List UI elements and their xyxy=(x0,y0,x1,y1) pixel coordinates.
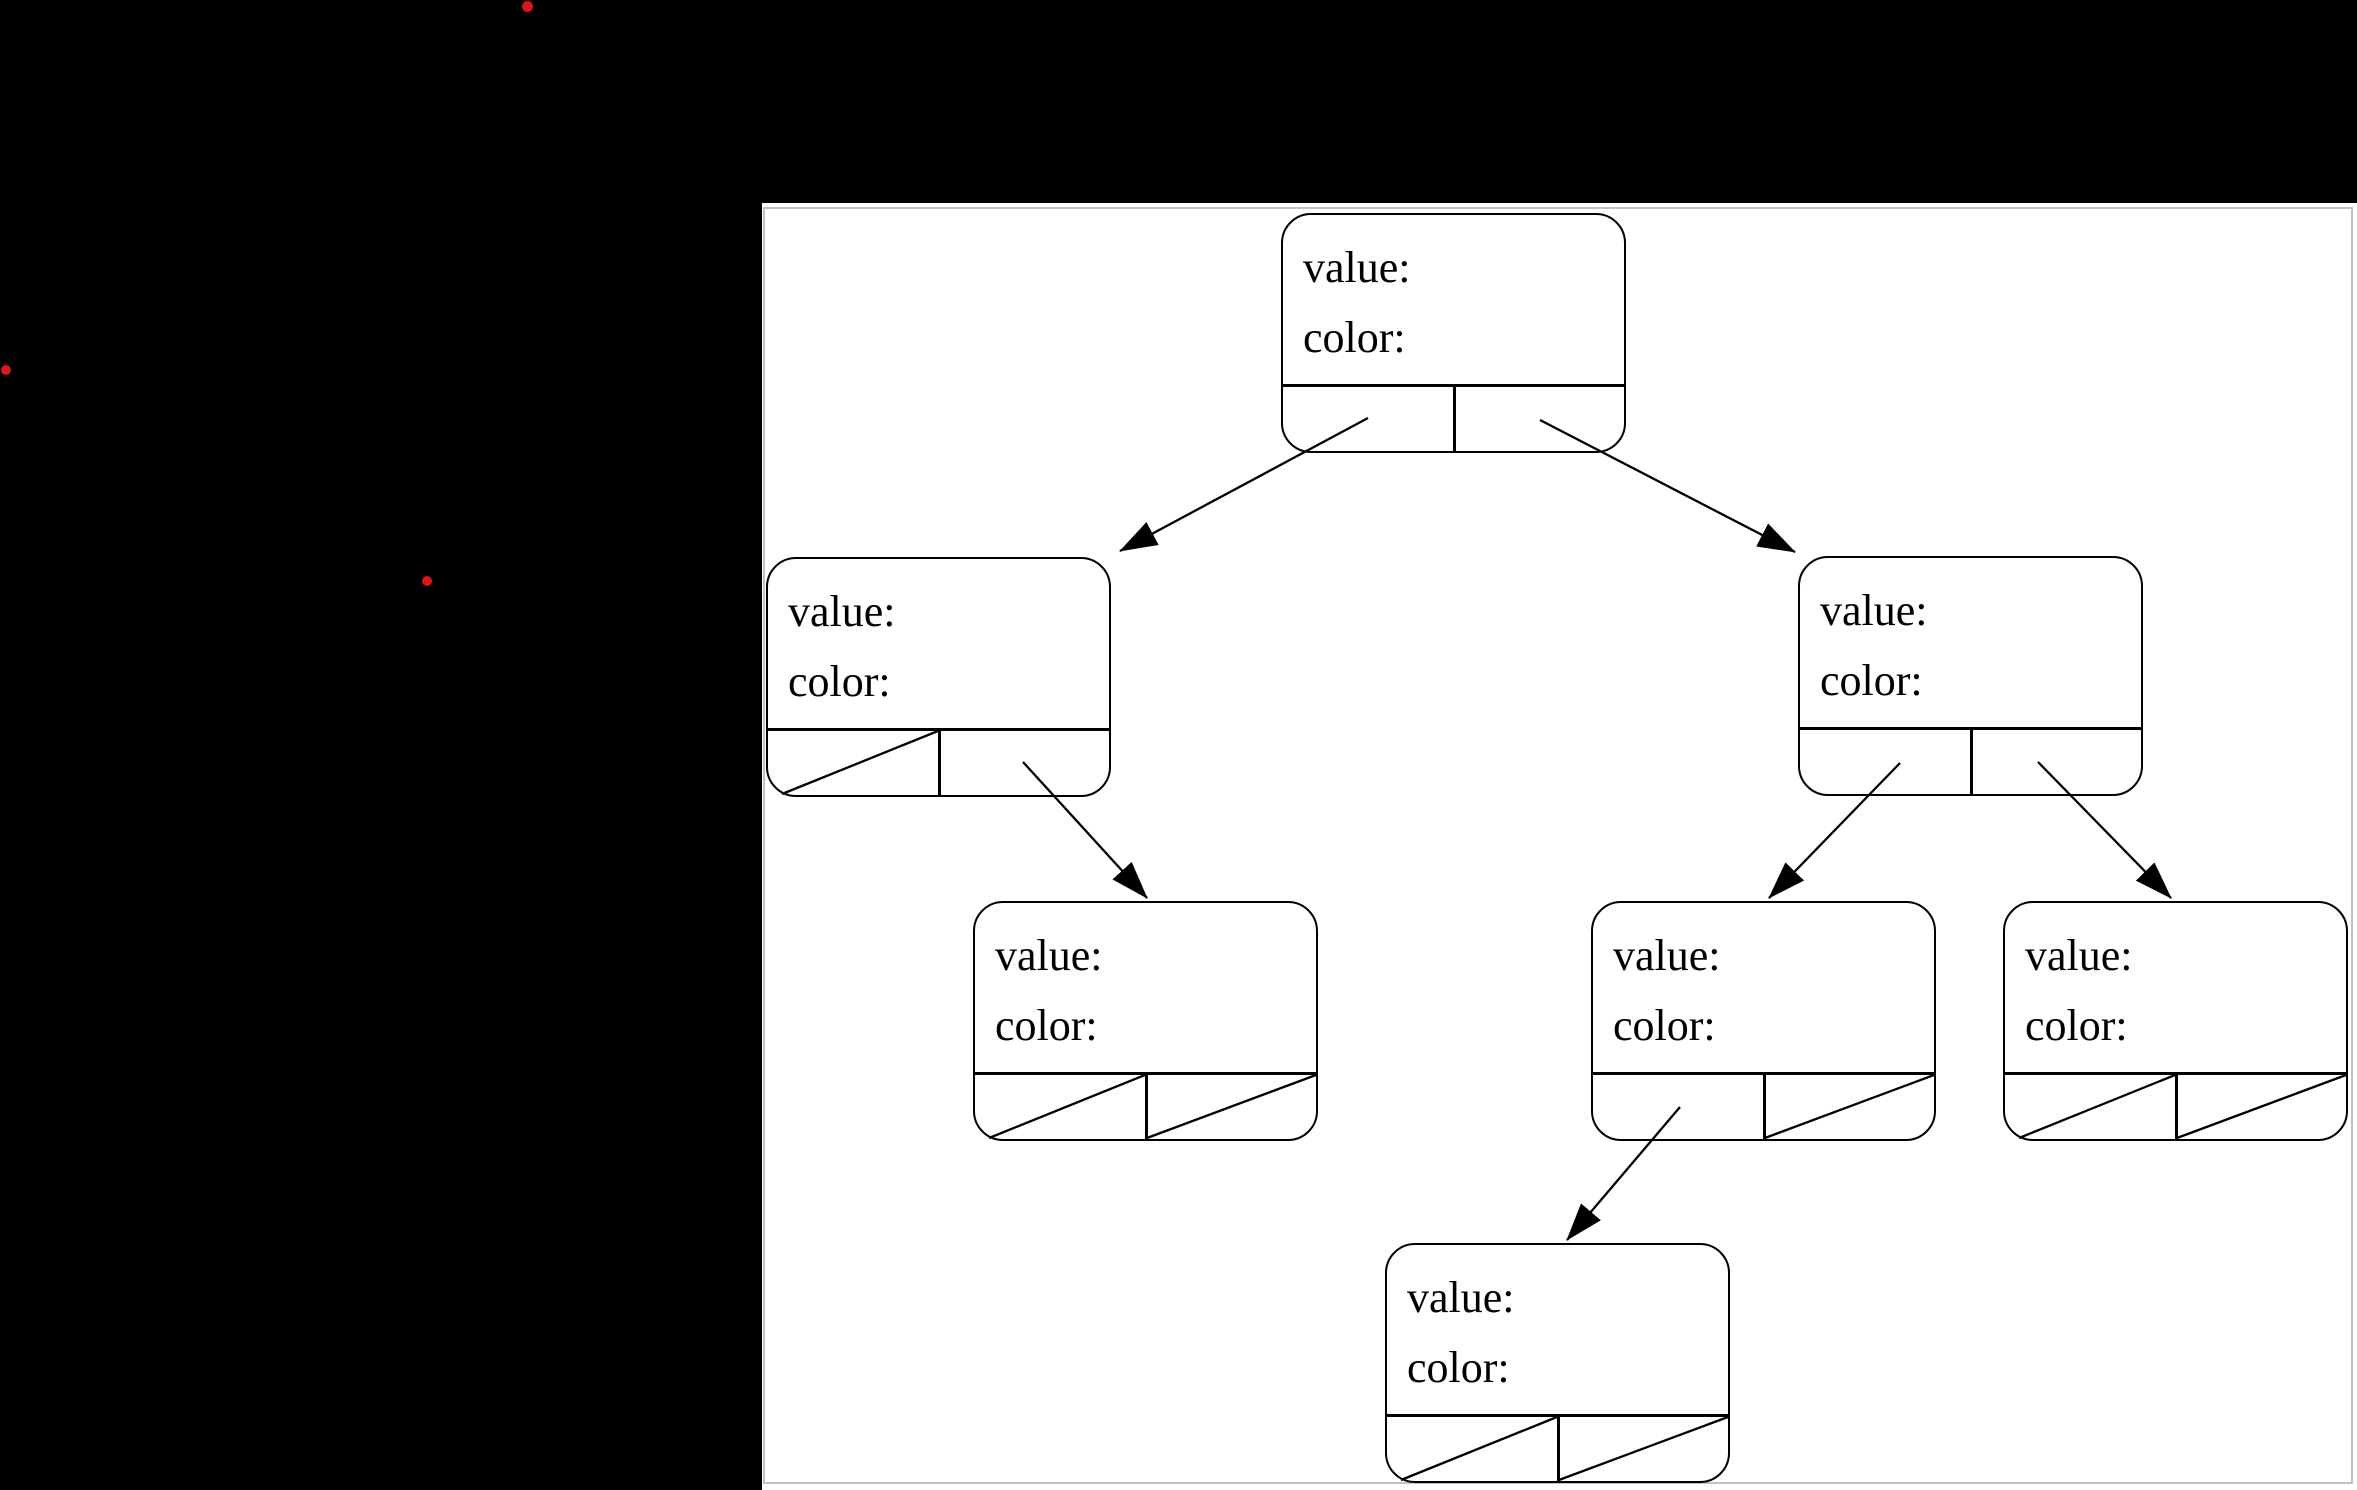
tree-node-node-l: value: color: xyxy=(766,557,1111,797)
red-dot-top xyxy=(521,0,533,12)
node-pointer-cell-divider xyxy=(1557,1414,1560,1481)
node-value-label: value: xyxy=(1303,243,1411,292)
node-color-label: color: xyxy=(995,1001,1098,1050)
node-color-label: color: xyxy=(2025,1001,2128,1050)
tree-node-node-rl: value: color: xyxy=(1591,901,1936,1141)
left-pointer-cell xyxy=(1387,1417,1557,1481)
node-value-label: value: xyxy=(1820,586,1928,635)
right-pointer-cell xyxy=(1147,1075,1316,1139)
right-pointer-cell xyxy=(1559,1417,1728,1481)
node-pointer-cell-divider xyxy=(1453,384,1456,451)
tree-node-node-r: value: color: xyxy=(1798,556,2143,796)
node-color-label: color: xyxy=(1613,1001,1716,1050)
document-panel: value: color: value: color: value: color… xyxy=(762,203,2357,1490)
node-color-label: color: xyxy=(1820,656,1923,705)
left-pointer-cell xyxy=(1593,1075,1763,1139)
node-pointer-cell-divider xyxy=(1970,727,1973,794)
tree-node-node-rll: value: color: xyxy=(1385,1243,1730,1483)
node-value-label: value: xyxy=(788,587,896,636)
tree-node-root: value: color: xyxy=(1281,213,1626,453)
node-value-label: value: xyxy=(2025,931,2133,980)
node-pointer-cell-divider xyxy=(2175,1072,2178,1139)
node-color-label: color: xyxy=(1303,313,1406,362)
right-pointer-cell xyxy=(1455,387,1624,451)
tree-node-node-rr: value: color: xyxy=(2003,901,2348,1141)
right-pointer-cell xyxy=(940,731,1109,795)
left-pointer-cell xyxy=(2005,1075,2175,1139)
right-pointer-cell xyxy=(1972,730,2141,794)
node-value-label: value: xyxy=(995,931,1103,980)
left-pointer-cell xyxy=(1800,730,1970,794)
node-value-label: value: xyxy=(1613,931,1721,980)
right-pointer-cell xyxy=(2177,1075,2346,1139)
node-color-label: color: xyxy=(788,657,891,706)
left-pointer-cell xyxy=(768,731,938,795)
tree-node-node-lr: value: color: xyxy=(973,901,1318,1141)
right-pointer-cell xyxy=(1765,1075,1934,1139)
red-dot-mid xyxy=(422,576,432,586)
node-pointer-cell-divider xyxy=(1145,1072,1148,1139)
node-value-label: value: xyxy=(1407,1273,1515,1322)
left-pointer-cell xyxy=(1283,387,1453,451)
red-dot-left xyxy=(1,365,11,375)
node-pointer-cell-divider xyxy=(1763,1072,1766,1139)
left-pointer-cell xyxy=(975,1075,1145,1139)
node-color-label: color: xyxy=(1407,1343,1510,1392)
node-pointer-cell-divider xyxy=(938,728,941,795)
